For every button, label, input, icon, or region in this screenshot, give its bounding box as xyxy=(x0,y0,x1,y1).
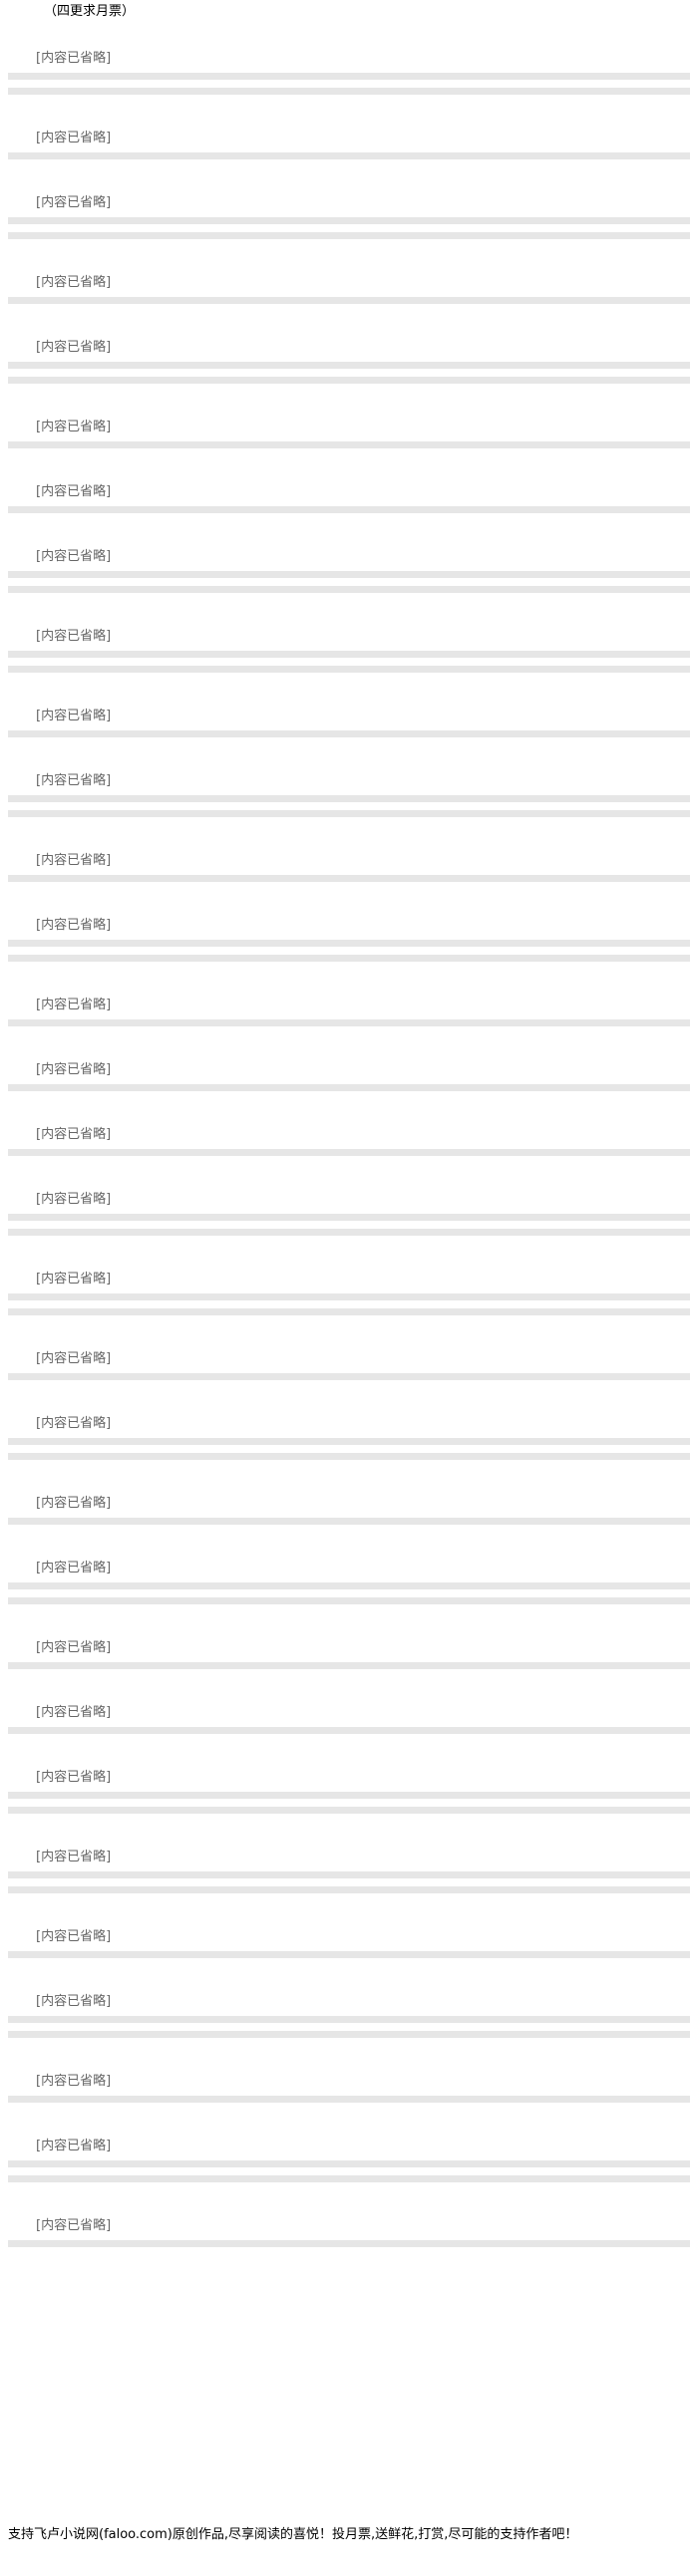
redacted-text: [内容已省略] xyxy=(36,420,112,434)
redacted-lines xyxy=(8,1578,690,1608)
redacted-lines xyxy=(8,1514,690,1529)
redacted-text: [内容已省略] xyxy=(36,1994,112,2009)
redacted-text: [内容已省略] xyxy=(36,549,112,564)
redacted-lines xyxy=(8,293,690,308)
story-paragraph: [内容已省略] xyxy=(8,1127,690,1160)
story-paragraph: [内容已省略] xyxy=(8,1561,690,1608)
redacted-text: [内容已省略] xyxy=(36,2074,112,2089)
story-paragraph: [内容已省略] xyxy=(8,629,690,677)
redacted-lines xyxy=(8,2156,690,2186)
story-paragraph: [内容已省略] xyxy=(8,773,690,821)
redacted-lines xyxy=(8,1723,690,1738)
story-paragraph: [内容已省略] xyxy=(8,1272,690,1319)
redacted-lines xyxy=(8,148,690,163)
story-paragraph: [内容已省略] xyxy=(8,1416,690,1464)
redacted-text: [内容已省略] xyxy=(36,1192,112,1207)
redacted-text: [内容已省略] xyxy=(36,1705,112,1720)
story-paragraph: [内容已省略] xyxy=(8,918,690,966)
story-paragraph: [内容已省略] xyxy=(8,1351,690,1384)
story-paragraph: [内容已省略] xyxy=(8,484,690,517)
redacted-lines xyxy=(8,1145,690,1160)
redacted-text: [内容已省略] xyxy=(36,918,112,933)
redacted-lines xyxy=(8,213,690,243)
story-paragraph: [内容已省略] xyxy=(8,1192,690,1240)
story-paragraph: [内容已省略] xyxy=(8,1994,690,2042)
redacted-text: [内容已省略] xyxy=(36,340,112,355)
chapter-header: （四更求月票） xyxy=(44,4,136,19)
redacted-text: [内容已省略] xyxy=(36,1127,112,1142)
redacted-lines xyxy=(8,1867,690,1897)
redacted-lines xyxy=(8,791,690,821)
redacted-lines xyxy=(8,1434,690,1464)
story-paragraph: [内容已省略] xyxy=(8,1929,690,1962)
redacted-text: [内容已省略] xyxy=(36,1561,112,1575)
story-paragraph: [内容已省略] xyxy=(8,2139,690,2186)
redacted-lines xyxy=(8,871,690,886)
redacted-text: [内容已省略] xyxy=(36,773,112,788)
story-paragraph: [内容已省略] xyxy=(8,1062,690,1095)
redacted-text: [内容已省略] xyxy=(36,1850,112,1864)
story-paragraph: [内容已省略] xyxy=(8,1770,690,1818)
redacted-text: [内容已省略] xyxy=(36,629,112,644)
story-paragraph: [内容已省略] xyxy=(8,131,690,163)
redacted-lines xyxy=(8,1947,690,1962)
redacted-text: [内容已省略] xyxy=(36,1929,112,1944)
redacted-text: [内容已省略] xyxy=(36,1770,112,1785)
redacted-text: [内容已省略] xyxy=(36,1351,112,1366)
redacted-text: [内容已省略] xyxy=(36,1272,112,1287)
redacted-lines xyxy=(8,2236,690,2251)
redacted-text: [内容已省略] xyxy=(36,853,112,868)
story-body: [内容已省略] [内容已省略] [内容已省略] [内容已省略] [内容已省略] [内容已省… xyxy=(8,51,690,2251)
document: （四更求月票） [内容已省略][内容已省略][内容已省略][内容已省略][内容已… xyxy=(8,4,690,2251)
redacted-lines xyxy=(8,2012,690,2042)
redacted-lines xyxy=(8,1015,690,1030)
redacted-lines xyxy=(8,647,690,677)
redacted-lines xyxy=(8,1289,690,1319)
redacted-text: [内容已省略] xyxy=(36,131,112,145)
redacted-lines xyxy=(8,1369,690,1384)
redacted-lines xyxy=(8,567,690,597)
story-paragraph: [内容已省略] xyxy=(8,195,690,243)
story-paragraph: [内容已省略] xyxy=(8,1496,690,1529)
redacted-lines xyxy=(8,69,690,99)
redacted-lines xyxy=(8,1658,690,1673)
redacted-lines xyxy=(8,2092,690,2107)
redacted-text: [内容已省略] xyxy=(36,709,112,723)
redacted-text: [内容已省略] xyxy=(36,2218,112,2233)
redacted-lines xyxy=(8,358,690,388)
redacted-lines xyxy=(8,936,690,966)
story-paragraph: [内容已省略] xyxy=(8,853,690,886)
story-paragraph: [内容已省略] xyxy=(8,549,690,597)
story-paragraph: [内容已省略] xyxy=(8,1850,690,1897)
redacted-text: [内容已省略] xyxy=(36,195,112,210)
story-paragraph: [内容已省略] xyxy=(8,2074,690,2107)
redacted-text: [内容已省略] xyxy=(36,1640,112,1655)
redacted-lines xyxy=(8,1080,690,1095)
story-paragraph: [内容已省略] xyxy=(8,275,690,308)
redacted-text: [内容已省略] xyxy=(36,998,112,1012)
redacted-text: [内容已省略] xyxy=(36,1062,112,1077)
story-paragraph: [内容已省略] xyxy=(8,420,690,452)
story-paragraph: [内容已省略] xyxy=(8,1705,690,1738)
redacted-lines xyxy=(8,1788,690,1818)
story-paragraph: [内容已省略] xyxy=(8,51,690,99)
redacted-lines xyxy=(8,437,690,452)
story-paragraph: [内容已省略] xyxy=(8,709,690,741)
redacted-text: [内容已省略] xyxy=(36,484,112,499)
redacted-text: [内容已省略] xyxy=(36,2139,112,2153)
redacted-lines xyxy=(8,502,690,517)
story-paragraph: [内容已省略] xyxy=(8,1640,690,1673)
redacted-text: [内容已省略] xyxy=(36,1416,112,1431)
redacted-text: [内容已省略] xyxy=(36,275,112,290)
story-paragraph: [内容已省略] xyxy=(8,998,690,1030)
story-paragraph: [内容已省略] xyxy=(8,2218,690,2251)
redacted-lines xyxy=(8,1210,690,1240)
redacted-lines xyxy=(8,726,690,741)
redacted-text: [内容已省略] xyxy=(36,1496,112,1511)
story-paragraph: [内容已省略] xyxy=(8,340,690,388)
site-footer-notice: 支持飞卢小说网(faloo.com)原创作品,尽享阅读的喜悦！投月票,送鲜花,打… xyxy=(8,2527,578,2542)
redacted-text: [内容已省略] xyxy=(36,51,112,66)
